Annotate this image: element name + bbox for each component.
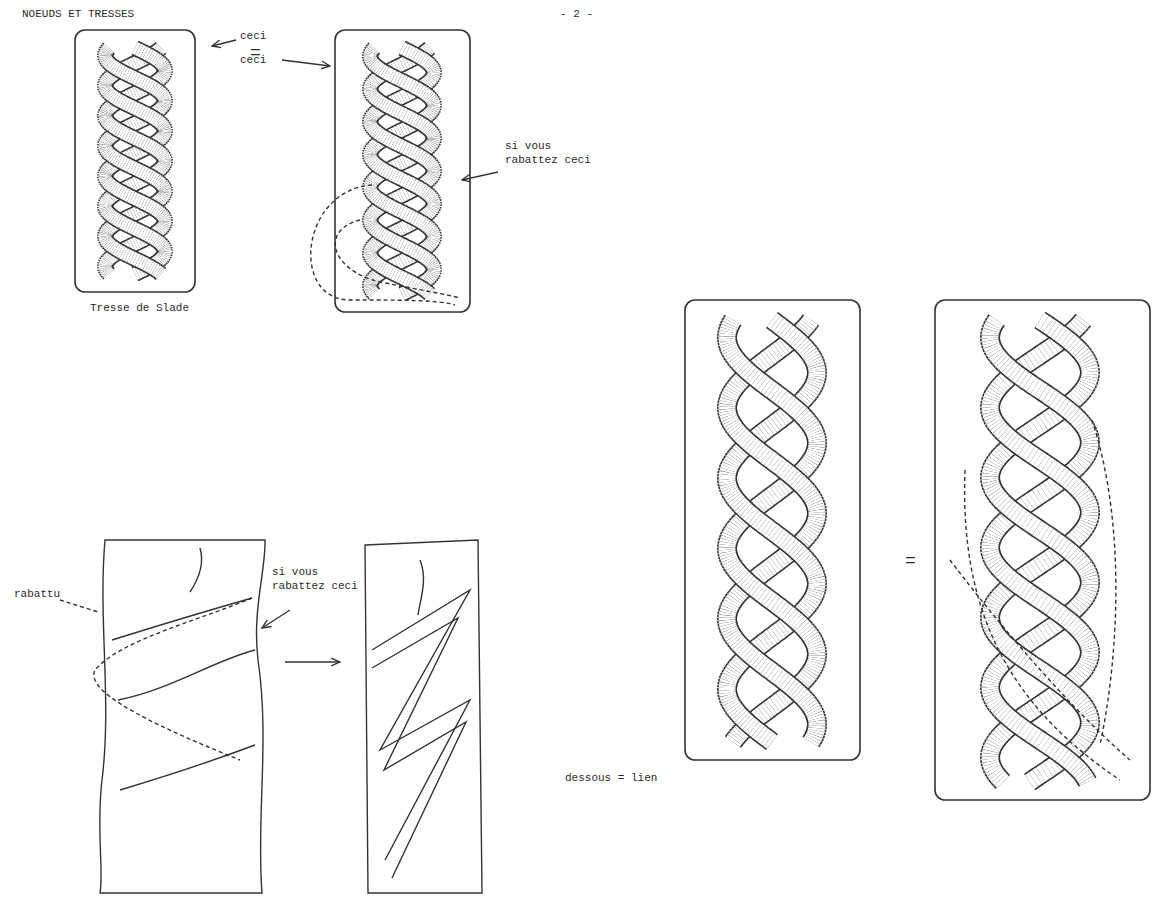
- braid-frame: [335, 30, 470, 312]
- braid-frame: [685, 300, 860, 760]
- zigzag-edge: [372, 590, 470, 860]
- annotation-label: rabattu: [14, 588, 60, 602]
- annotation-label: =: [905, 550, 916, 573]
- annotation-label: - 2 -: [560, 8, 593, 22]
- leader-arrow: [262, 610, 290, 628]
- dashed-strand: [311, 185, 455, 305]
- band-fold: [418, 560, 423, 615]
- twisted-band: [100, 540, 265, 893]
- three-strand-braid: [990, 320, 1090, 782]
- annotation-label: ceci: [240, 30, 266, 44]
- page-header: NOEUDS ET TRESSES: [22, 8, 134, 22]
- dashed-strand: [950, 560, 1130, 760]
- three-strand-braid: [105, 48, 165, 274]
- twisted-band: [365, 540, 482, 893]
- annotation-label: si vous rabattez ceci: [505, 140, 600, 168]
- transform-arrow: [285, 661, 340, 662]
- dashed-strand: [1092, 420, 1116, 745]
- dashed-strand: [335, 220, 460, 298]
- annotation-label: dessous = lien: [565, 772, 657, 786]
- leader-arrow: [462, 172, 498, 180]
- band-fold: [112, 598, 252, 640]
- leader-line: [60, 600, 98, 612]
- zigzag-edge: [372, 618, 466, 878]
- three-strand-braid: [370, 48, 434, 294]
- leader-arrow: [212, 40, 236, 46]
- three-strand-braid: [727, 320, 817, 742]
- band-fold: [120, 745, 255, 790]
- leader-arrow: [282, 60, 330, 66]
- dashed-fold: [94, 598, 252, 760]
- braid-frame: [75, 30, 195, 292]
- braid-frame: [935, 300, 1150, 800]
- band-fold: [190, 548, 202, 592]
- dashed-strand: [965, 470, 1120, 780]
- annotation-label: Tresse de Slade: [90, 302, 189, 316]
- annotation-label: ceci: [240, 54, 266, 68]
- band-fold: [118, 650, 255, 700]
- annotation-label: si vous rabattez ceci: [272, 566, 364, 594]
